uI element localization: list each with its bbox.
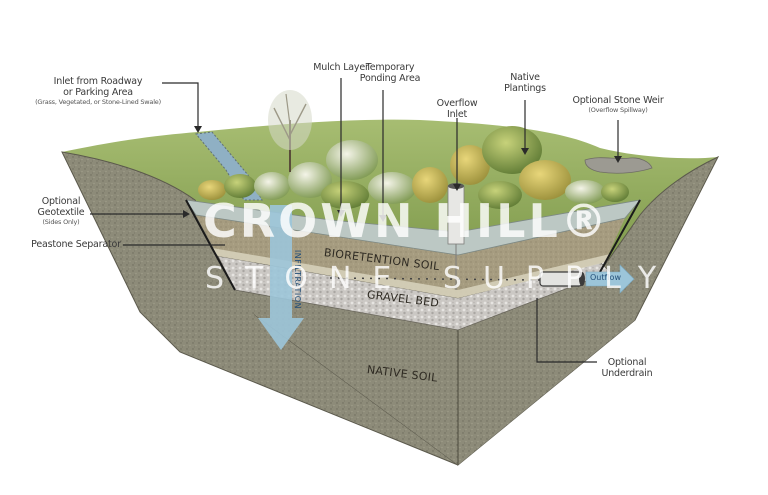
callout-weir-line1: Optional Stone Weir xyxy=(572,95,664,106)
outflow-arrow xyxy=(585,264,635,294)
callout-plantings-line1: Native xyxy=(510,72,540,83)
callout-peastone: Peastone Separator xyxy=(24,239,128,250)
callout-overflow-line2: Inlet xyxy=(446,109,468,120)
overflow-inlet-pipe xyxy=(447,183,465,290)
callout-inlet: Inlet from Roadway or Parking Area (Gras… xyxy=(28,76,168,107)
underdrain-pipe xyxy=(329,271,585,287)
callout-underdrain-line2: Underdrain xyxy=(601,368,653,379)
callout-mulch: Mulch Layer xyxy=(305,62,377,73)
callout-inlet-sub: (Grass, Vegetated, or Stone-Lined Swale) xyxy=(35,98,161,106)
tree xyxy=(268,90,312,172)
leader-arrowheads xyxy=(183,126,622,222)
callout-mulch-line1: Mulch Layer xyxy=(313,62,369,73)
callout-inlet-line1: Inlet from Roadway xyxy=(53,76,143,87)
callout-underdrain-line1: Optional xyxy=(607,357,647,368)
callout-overflow: Overflow Inlet xyxy=(424,98,490,120)
callout-inlet-line2: or Parking Area xyxy=(63,87,133,98)
callout-peastone-line1: Peastone Separator xyxy=(31,239,121,250)
outflow-label: Outflow xyxy=(590,273,621,282)
callout-overflow-line1: Overflow xyxy=(436,98,478,109)
ponding-area xyxy=(185,199,642,256)
callout-underdrain: Optional Underdrain xyxy=(594,357,660,379)
callout-geotextile-line1: Optional xyxy=(41,196,81,207)
callout-geotextile-line2: Geotextile xyxy=(37,207,85,218)
callout-ponding-line1: Temporary xyxy=(365,62,415,73)
callout-plantings-line2: Plantings xyxy=(504,83,546,94)
callout-plantings: Native Plantings xyxy=(490,72,560,94)
callout-ponding-line2: Ponding Area xyxy=(359,73,421,84)
watermark-brand: CROWN HILL® xyxy=(203,194,610,248)
watermark-tagline: STONE SUPPLY xyxy=(205,261,678,296)
callout-geotextile-sub: (Sides Only) xyxy=(42,218,80,226)
callout-geotextile: Optional Geotextile (Sides Only) xyxy=(28,196,94,227)
native-plantings xyxy=(198,90,629,209)
callout-weir: Optional Stone Weir (Overflow Spillway) xyxy=(562,95,674,115)
callout-ponding: Temporary Ponding Area xyxy=(350,62,430,84)
infiltration-arrow xyxy=(258,205,304,350)
callout-weir-sub: (Overflow Spillway) xyxy=(588,106,648,114)
leader-lines xyxy=(90,78,619,363)
